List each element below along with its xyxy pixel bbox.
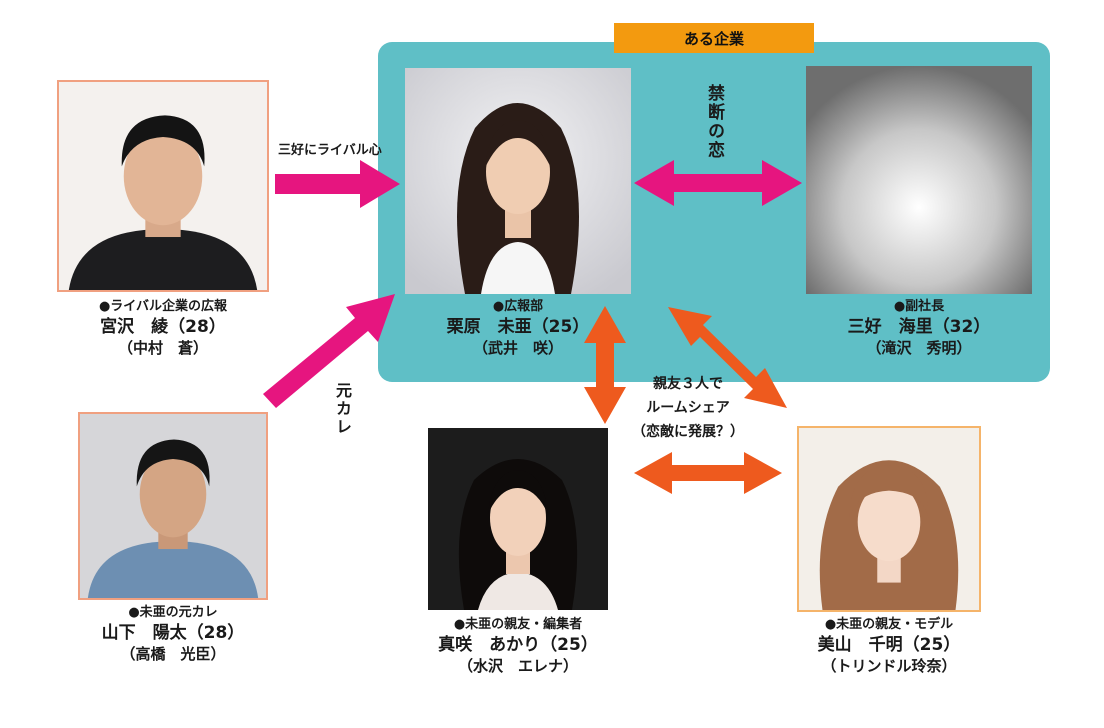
person-yamashita: ●未亜の元カレ 山下 陽太（28） （高橋 光臣） [63, 604, 283, 665]
forbidden-love-label: 禁断の恋 [704, 84, 724, 160]
person-name: 宮沢 綾（28） [100, 317, 226, 337]
kurihara-masaki-arrow [584, 306, 626, 424]
roomshare-line-3: （恋敵に発展？） [632, 424, 744, 440]
person-name: 山下 陽太（28） [101, 623, 245, 643]
person-name: 真咲 あかり（25） [438, 635, 598, 655]
person-role: ●未亜の親友・編集者 [453, 617, 583, 632]
masaki-miyama-arrow [634, 452, 782, 494]
person-actor: （滝沢 秀明） [866, 339, 972, 357]
person-actor: （水沢 エレナ） [457, 657, 578, 675]
person-role: ●ライバル企業の広報 [98, 299, 228, 314]
roomshare-label: 親友３人で ルームシェア （恋敵に発展？） [628, 372, 748, 444]
ex-boyfriend-label: 元カレ [333, 382, 352, 436]
person-actor: （高橋 光臣） [120, 645, 226, 663]
portrait-miyazawa [57, 80, 269, 292]
person-miyama: ●未亜の親友・モデル 美山 千明（25） （トリンドル玲奈） [777, 616, 1001, 677]
person-actor: （武井 咲） [472, 339, 563, 357]
person-role: ●未亜の元カレ [128, 605, 218, 620]
portrait-yamashita [78, 412, 268, 600]
person-kurihara: ●広報部 栗原 未亜（25） （武井 咲） [400, 298, 636, 359]
portrait-kurihara [405, 68, 631, 294]
person-name: 栗原 未亜（25） [446, 317, 590, 337]
rival-label: 三好にライバル心 [278, 143, 382, 158]
roomshare-line-1: 親友３人で [653, 376, 723, 392]
portrait-miyama [797, 426, 981, 612]
roomshare-line-2: ルームシェア [646, 400, 730, 416]
person-name: 三好 海里（32） [847, 317, 991, 337]
person-miyoshi: ●副社長 三好 海里（32） （滝沢 秀明） [800, 298, 1038, 359]
person-role: ●広報部 [492, 299, 544, 314]
company-label: ある企業 [614, 23, 814, 53]
person-actor: （トリンドル玲奈） [821, 657, 957, 675]
portrait-miyoshi-blurred [806, 66, 1032, 294]
person-role: ●未亜の親友・モデル [824, 617, 954, 632]
person-miyazawa: ●ライバル企業の広報 宮沢 綾（28） （中村 蒼） [47, 298, 279, 359]
kurihara-miyama-arrow [668, 307, 787, 408]
person-name: 美山 千明（25） [817, 635, 961, 655]
portrait-masaki [428, 428, 608, 610]
ex-boyfriend-arrow [263, 294, 395, 408]
forbidden-love-arrow [634, 160, 802, 206]
person-actor: （中村 蒼） [117, 339, 208, 357]
person-masaki: ●未亜の親友・編集者 真咲 あかり（25） （水沢 エレナ） [408, 616, 628, 677]
rival-arrow [275, 160, 400, 208]
person-role: ●副社長 [893, 299, 945, 314]
